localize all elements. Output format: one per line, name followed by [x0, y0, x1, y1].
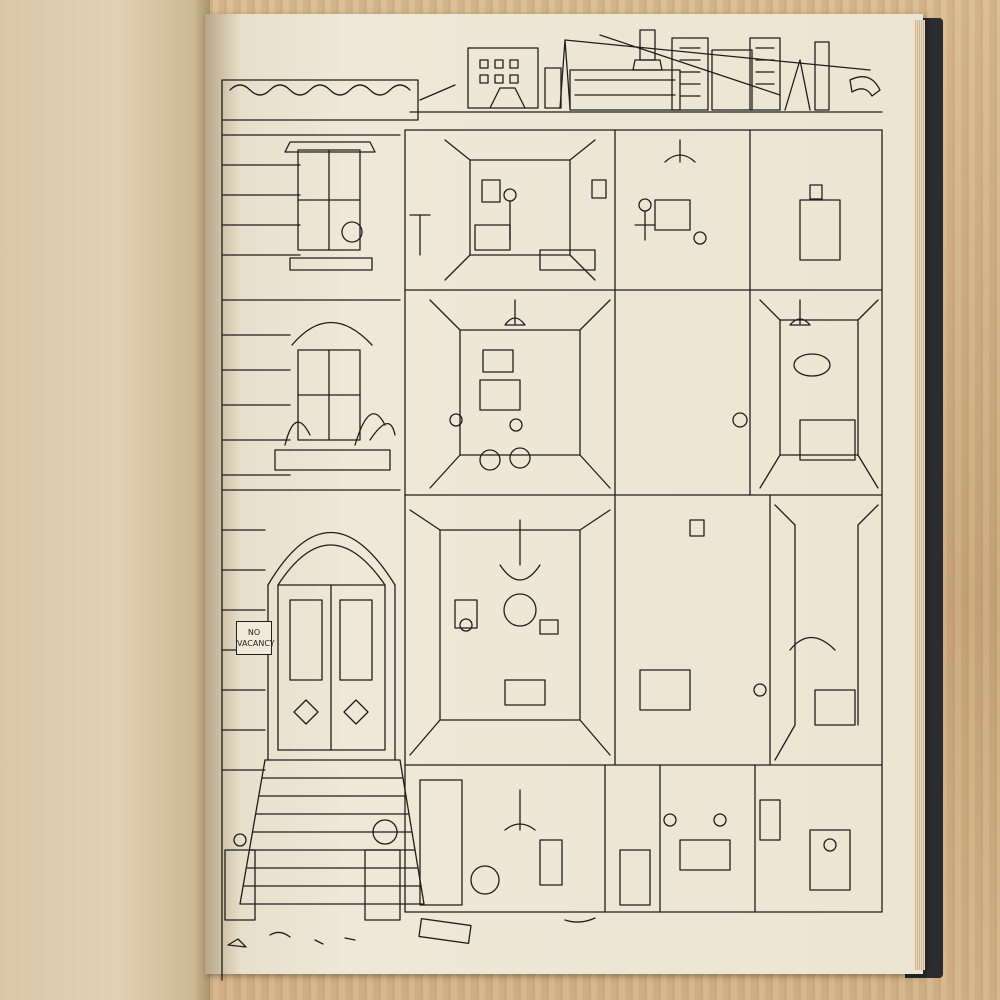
no-vacancy-sign: NO VACANCY	[236, 621, 275, 655]
sign-line-2: VACANCY	[237, 639, 275, 648]
page-edges	[915, 20, 925, 970]
apartment-cutaway	[404, 129, 883, 913]
left-page	[0, 0, 210, 1000]
sign-line-1: NO	[247, 628, 261, 637]
brownstone-facade	[221, 79, 425, 981]
sidewalk-litter	[227, 917, 596, 948]
skyline	[409, 29, 883, 113]
